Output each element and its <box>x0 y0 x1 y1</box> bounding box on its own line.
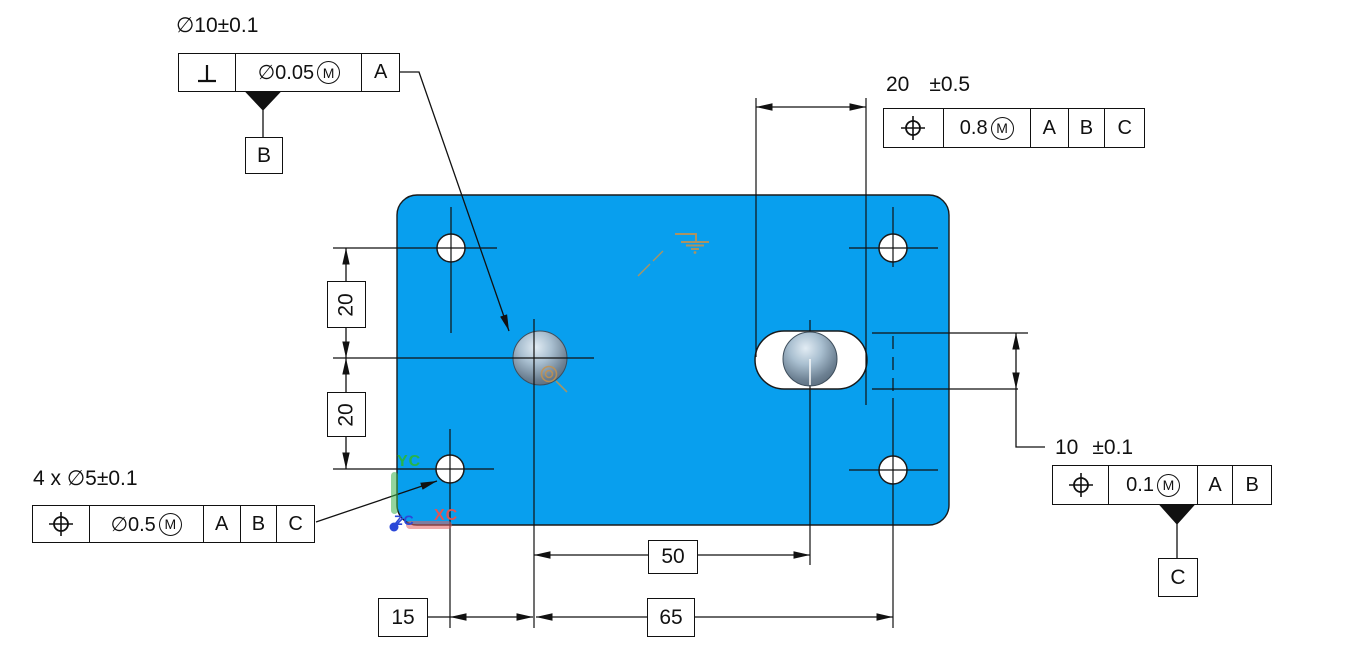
fcf-slot-length-position: 0.8 M A B C <box>883 108 1145 148</box>
tolerance-cell: ∅0.05 M <box>235 54 361 91</box>
csys-triad <box>389 472 452 532</box>
datum-triangles <box>244 91 1196 558</box>
slot-width-value: 10 <box>1055 436 1079 459</box>
datum-ref-cell: C <box>276 506 314 542</box>
dim-vertical-lower: 20 <box>327 392 366 437</box>
leader-line-pattern <box>315 480 438 523</box>
slot-width-dimension: 10 ±0.1 <box>1055 436 1133 460</box>
position-symbol-icon <box>48 512 73 536</box>
dim-15: 15 <box>378 598 428 637</box>
csys-y-axis <box>391 472 398 514</box>
datum-ref-cell: B <box>1232 466 1271 504</box>
datum-ref-cell: A <box>1029 109 1068 147</box>
fcf-pattern-position: ∅0.5 M A B C <box>32 505 315 543</box>
csys-y-label: YC <box>397 453 422 470</box>
plate <box>396 194 950 526</box>
position-symbol-icon <box>901 116 926 140</box>
fcf-slot-width-position: 0.1 M A B <box>1052 465 1272 505</box>
slot-width-tolerance: ±0.1 <box>1092 436 1134 459</box>
tolerance-value: ∅0.05 <box>257 62 315 84</box>
tolerance-cell: ∅0.5 M <box>88 506 203 542</box>
dimension-lines <box>342 103 1045 621</box>
dim-vertical-upper: 20 <box>327 281 366 328</box>
datum-ref-cell: C <box>1104 109 1144 147</box>
perpendicularity-symbol-cell <box>179 54 235 91</box>
mmc-icon: M <box>990 116 1014 140</box>
centerlines <box>333 98 1028 628</box>
position-symbol-cell <box>1053 466 1108 504</box>
datum-ref-cell: A <box>1196 466 1233 504</box>
hole10-size-label: ∅10±0.1 <box>176 14 259 37</box>
datum-ref-cell: A <box>202 506 240 542</box>
tolerance-value: 0.8 <box>959 116 988 139</box>
tolerance-cell: 0.8 M <box>942 109 1030 147</box>
datum-c-triangle <box>1158 504 1196 525</box>
csys-x-axis <box>406 521 452 529</box>
position-symbol-cell <box>884 109 943 147</box>
perpendicularity-icon <box>198 64 217 82</box>
csys-z-label: ZC <box>394 512 415 528</box>
datum-b-triangle <box>244 91 282 111</box>
fixed-constraint-icon <box>637 233 709 277</box>
mmc-icon: M <box>1156 473 1180 497</box>
leader-line-hole10 <box>400 71 510 332</box>
fcf-perpendicularity: ∅0.05 M A <box>178 53 400 92</box>
tolerance-value: 0.1 <box>1126 473 1154 496</box>
mmc-icon: M <box>317 61 341 84</box>
mmc-icon: M <box>158 512 182 536</box>
datum-c-label: C <box>1158 558 1198 597</box>
slot-length-tolerance: ±0.5 <box>929 73 971 96</box>
dim-65: 65 <box>647 598 695 637</box>
position-symbol-cell <box>33 506 89 542</box>
slot-length-value: 20 <box>886 73 910 96</box>
tolerance-cell: 0.1 M <box>1108 466 1196 504</box>
slot-length-dimension: 20 ±0.5 <box>886 73 970 97</box>
dim-50: 50 <box>648 540 698 574</box>
datum-ref-cell: B <box>239 506 277 542</box>
pattern-size-label: 4 x ∅5±0.1 <box>33 467 138 490</box>
datum-ref-cell: B <box>1067 109 1105 147</box>
csys-x-label: XC <box>434 507 459 524</box>
datum-b-label: B <box>245 137 283 174</box>
concentric-constraint-icon <box>540 365 568 393</box>
position-symbol-icon <box>1068 473 1093 497</box>
datum-ref-cell: A <box>361 54 399 91</box>
tolerance-value: ∅0.5 <box>110 513 156 536</box>
